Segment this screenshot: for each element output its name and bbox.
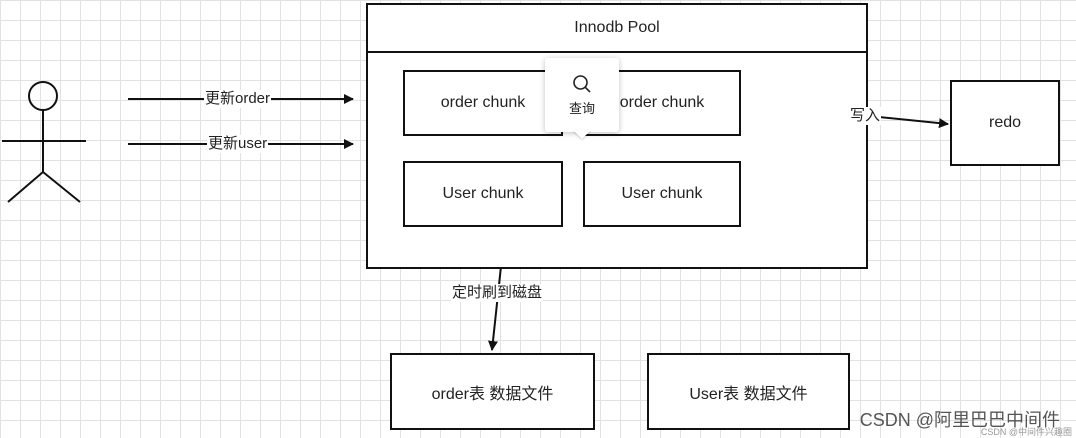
- pool-title: Innodb Pool: [368, 5, 866, 53]
- label-update-order: 更新order: [204, 90, 272, 108]
- order-data-file: order表 数据文件: [390, 353, 595, 430]
- label-update-user: 更新user: [207, 135, 269, 153]
- order-chunk-1: order chunk: [403, 70, 563, 136]
- user-chunk-1: User chunk: [403, 161, 563, 227]
- label-flush: 定时刷到磁盘: [451, 284, 544, 302]
- watermark: CSDN @阿里巴巴中间件: [859, 410, 1060, 430]
- query-label: 查询: [568, 100, 595, 116]
- user-data-file: User表 数据文件: [647, 353, 850, 430]
- user-chunk-2: User chunk: [583, 161, 741, 227]
- innodb-pool: Innodb Pool: [366, 3, 868, 269]
- watermark-small: CSDN @中间件兴趣圈: [980, 427, 1072, 437]
- search-icon: [573, 74, 591, 93]
- tooltip-pointer: [573, 130, 591, 139]
- redo-box: redo: [950, 80, 1060, 166]
- query-tooltip[interactable]: 查询: [545, 58, 619, 132]
- label-write: 写入: [849, 107, 882, 125]
- actor-icon: [2, 81, 86, 203]
